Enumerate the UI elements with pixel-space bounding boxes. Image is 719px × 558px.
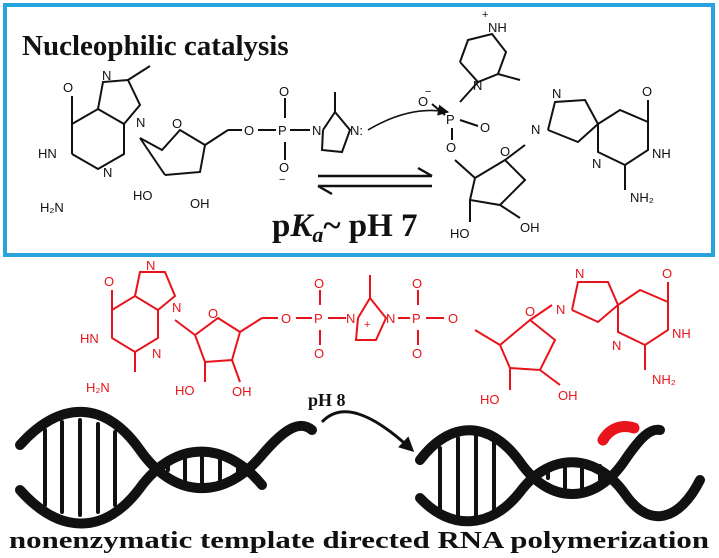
red-atom-N3-right: N — [612, 338, 621, 353]
red-atom-O-ester-left: O — [281, 311, 291, 326]
left-atom-O-ester: O — [244, 123, 254, 138]
left-atom-N3: N — [103, 165, 112, 180]
red-atom-OH-right: OH — [558, 388, 578, 403]
attack-arrow — [367, 104, 450, 131]
left-atom-minus: − — [279, 174, 285, 186]
right-atom-OH: OH — [520, 220, 540, 235]
left-atom-O-top: O — [279, 84, 289, 99]
red-atom-O-carbonyl-left: O — [104, 274, 114, 289]
ph8-label: pH 8 — [308, 390, 346, 410]
red-atom-N7-right: N — [575, 266, 584, 281]
red-atom-HO-left: HO — [175, 383, 195, 398]
left-atom-N-imid: N — [312, 123, 321, 138]
left-atom-O-ring: O — [172, 116, 182, 131]
red-atom-N9-right: N — [556, 302, 565, 317]
right-atom-NH-plus: NH — [488, 20, 507, 35]
red-atom-O-top-right: O — [412, 276, 422, 291]
left-guanosine-molecule — [71, 65, 352, 176]
right-atom-O-minus: O — [418, 94, 428, 109]
red-atom-NH-right: NH — [672, 326, 691, 341]
red-atom-plus: + — [364, 319, 370, 331]
red-atom-N9-left: N — [172, 300, 181, 315]
left-atom-O-bottom: O — [279, 160, 289, 175]
right-atom-O-double: O — [480, 120, 490, 135]
left-atom-H2N: H₂N — [40, 200, 64, 215]
right-atom-N-imid: N — [473, 78, 482, 93]
red-atom-O-bottom-left: O — [314, 346, 324, 361]
figure-caption: nonenzymatic template directed RNA polym… — [9, 528, 709, 554]
red-atom-N-imid-right: N — [386, 311, 395, 326]
red-atom-O-ring-left: O — [208, 306, 218, 321]
red-atom-O-carbonyl-right: O — [662, 266, 672, 281]
right-atom-P: P — [446, 112, 455, 127]
right-atom-HO: HO — [450, 226, 470, 241]
right-atom-N3: N — [592, 156, 601, 171]
incorporated-nucleotide-highlight — [597, 421, 640, 446]
red-atom-P-right: P — [412, 311, 421, 326]
left-atom-HN: HN — [38, 146, 57, 161]
right-atom-plus: + — [482, 9, 488, 21]
left-atom-P: P — [278, 123, 287, 138]
left-atom-N-colon: N: — [350, 123, 363, 138]
rna-helix-left — [15, 406, 317, 529]
red-atom-O-ring-right: O — [525, 304, 535, 319]
left-atom-N9: N — [136, 115, 145, 130]
right-atom-O-ring: O — [500, 144, 510, 159]
imidazolium-bridged-dinucleotide — [111, 271, 669, 390]
left-atom-OH: OH — [190, 196, 210, 211]
red-atom-HO-right: HO — [480, 392, 500, 407]
right-atom-N9: N — [531, 122, 540, 137]
red-atom-N-imid-left: N — [346, 311, 355, 326]
right-intermediate-molecule — [431, 32, 649, 222]
red-atom-H2N-left: H₂N — [86, 380, 110, 395]
right-atom-O-ester: O — [446, 140, 456, 155]
panel-title: Nucleophilic catalysis — [22, 30, 289, 62]
red-atom-OH-left: OH — [232, 384, 252, 399]
left-atom-O-carbonyl: O — [63, 80, 73, 95]
equilibrium-arrows — [317, 166, 433, 196]
left-atom-HO: HO — [133, 188, 153, 203]
left-atom-N-ring: N — [102, 68, 111, 83]
right-atom-O-carbonyl: O — [642, 84, 652, 99]
right-atom-N7: N — [552, 86, 561, 101]
red-atom-O-ester-right: O — [448, 311, 458, 326]
red-atom-NH2-right: NH₂ — [652, 372, 676, 387]
red-atom-O-top-left: O — [314, 276, 324, 291]
right-atom-NH2: NH₂ — [630, 190, 654, 205]
red-atom-HN-left: HN — [80, 331, 99, 346]
red-atom-P-left: P — [314, 311, 323, 326]
right-atom-minus: − — [425, 86, 431, 98]
red-atom-N7-left: N — [146, 258, 155, 273]
red-atom-N3-left: N — [152, 346, 161, 361]
top-panel-frame — [3, 3, 715, 257]
red-atom-O-bottom-right: O — [412, 346, 422, 361]
pka-label: pKa~ pH 7 — [272, 208, 418, 247]
rna-helix-right — [415, 424, 705, 527]
right-atom-NH: NH — [652, 146, 671, 161]
reaction-arrow — [320, 410, 415, 453]
